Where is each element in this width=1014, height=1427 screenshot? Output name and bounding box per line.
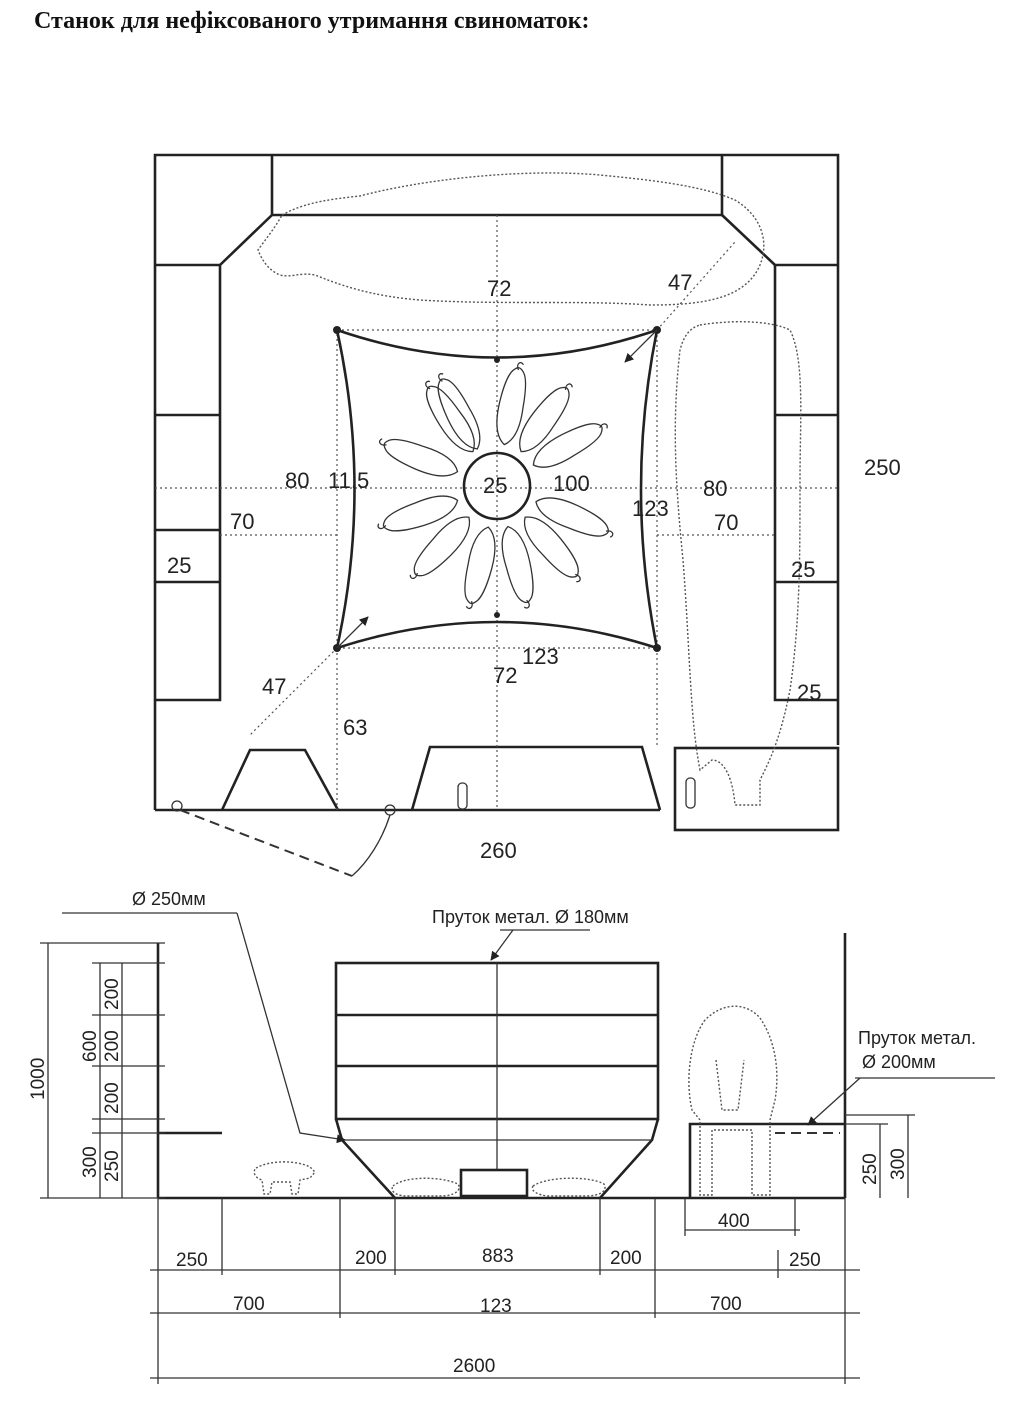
dim-v200a: 200 (102, 978, 123, 1010)
dim-100: 100 (553, 471, 590, 496)
drinker-icon (457, 782, 468, 810)
drinker-icon (685, 777, 696, 809)
dim-v600: 600 (80, 1030, 101, 1062)
note-rod-200-line1: Пруток метал. (858, 1028, 976, 1048)
dim-v200b: 200 (102, 1030, 123, 1062)
piglet-radial (437, 373, 481, 450)
note-rod-200-line2: Ø 200мм (862, 1052, 936, 1072)
door-arc (351, 814, 391, 877)
piglet-radial (409, 516, 471, 580)
piglet-radial (501, 525, 534, 609)
dim-72-top: 72 (487, 276, 511, 301)
corner-arrow (336, 616, 369, 649)
piglets-group (377, 362, 614, 610)
axis-mark (494, 357, 500, 363)
dim-25-right-b: 25 (797, 680, 821, 705)
chamfer-left (219, 214, 273, 266)
left-stall (155, 263, 222, 702)
dim-25-left: 25 (167, 553, 191, 578)
diag-bottom-left (249, 647, 338, 736)
dim-h250-right: 250 (789, 1250, 821, 1271)
leader-180 (490, 929, 514, 961)
note-diam-250: Ø 250мм (132, 889, 206, 909)
dim-h250-left: 250 (176, 1250, 208, 1271)
piglet-radial (535, 497, 614, 538)
dim-80-left: 80 (285, 468, 309, 493)
feeder-center (410, 745, 662, 811)
leader-200 (807, 1077, 861, 1126)
canopy-corner (653, 644, 661, 652)
hinge-icon (171, 800, 183, 812)
piglet-radial (425, 380, 475, 453)
feed-trough (459, 1168, 529, 1198)
top-stall (270, 155, 724, 217)
sow-front-outline (688, 1005, 778, 1196)
dim-25-right-a: 25 (791, 557, 815, 582)
piglet-radial (378, 438, 459, 477)
dim-70-right: 70 (714, 510, 738, 535)
dim-h200-left: 200 (355, 1248, 387, 1269)
piglet-radial (464, 526, 496, 610)
dim-h700-right: 700 (710, 1294, 742, 1315)
dim-72-bottom: 72 (493, 663, 517, 688)
piglet-lying-right (531, 1177, 606, 1197)
dim-63: 63 (343, 715, 367, 740)
dim-47-bottom: 47 (262, 674, 286, 699)
leader-250 (236, 912, 346, 1144)
right-stall (773, 263, 838, 702)
dim-h123: 123 (480, 1296, 512, 1317)
dim-h200-right: 200 (610, 1248, 642, 1269)
corner-arrow (624, 329, 658, 363)
sow-feeder-box (673, 746, 840, 832)
sow-trough (688, 1122, 845, 1198)
piglet-radial (532, 423, 608, 468)
dim-h883: 883 (482, 1246, 514, 1267)
dim-123-bottom: 123 (522, 644, 559, 669)
dim-v300-right: 300 (888, 1148, 909, 1180)
dim-v200c: 200 (102, 1082, 123, 1114)
dim-v250-right: 250 (860, 1153, 881, 1185)
sow-outline-right (674, 321, 802, 806)
dim-70-left: 70 (230, 509, 254, 534)
dim-h2600: 2600 (453, 1356, 495, 1377)
dim-123-right: 123 (632, 496, 669, 521)
dim-260: 260 (480, 838, 517, 863)
door-swing (179, 809, 353, 877)
sow-outline-top (257, 172, 765, 306)
dim-47-top: 47 (668, 270, 692, 295)
piglet-lying-left (391, 1177, 460, 1197)
chamfer-right (721, 214, 776, 266)
dim-v300-left: 300 (80, 1146, 101, 1178)
dim-11-5: 11.5 (328, 468, 369, 493)
plan-view: 72 47 80 11.5 25 100 123 80 250 70 70 25… (153, 153, 901, 877)
piglet-radial (377, 495, 459, 532)
note-rod-180: Пруток метал. Ø 180мм (432, 907, 629, 927)
sow-snout (715, 1059, 745, 1111)
dim-25-center: 25 (483, 473, 507, 498)
dim-v1000: 1000 (28, 1058, 49, 1100)
dim-h700-left: 700 (233, 1294, 265, 1315)
piglet-radial (496, 362, 527, 446)
dim-v250-left: 250 (102, 1150, 123, 1182)
dim-h400: 400 (718, 1211, 750, 1232)
axis-mark (494, 612, 500, 618)
pen-outer-wall (153, 153, 840, 810)
piglet-radial (519, 383, 573, 453)
piglet-radial (523, 516, 581, 583)
piglet-left (253, 1161, 316, 1195)
central-feeder-circle (462, 451, 532, 521)
feeder-left (220, 748, 340, 811)
canopy-corner (333, 326, 341, 334)
page-title: Станок для нефіксованого утримання свино… (34, 8, 590, 34)
dim-250: 250 (864, 455, 901, 480)
dim-80-right: 80 (703, 476, 727, 501)
section-view: Ø 250мм Пруток метал. Ø 180мм Пруток мет… (28, 889, 995, 1384)
